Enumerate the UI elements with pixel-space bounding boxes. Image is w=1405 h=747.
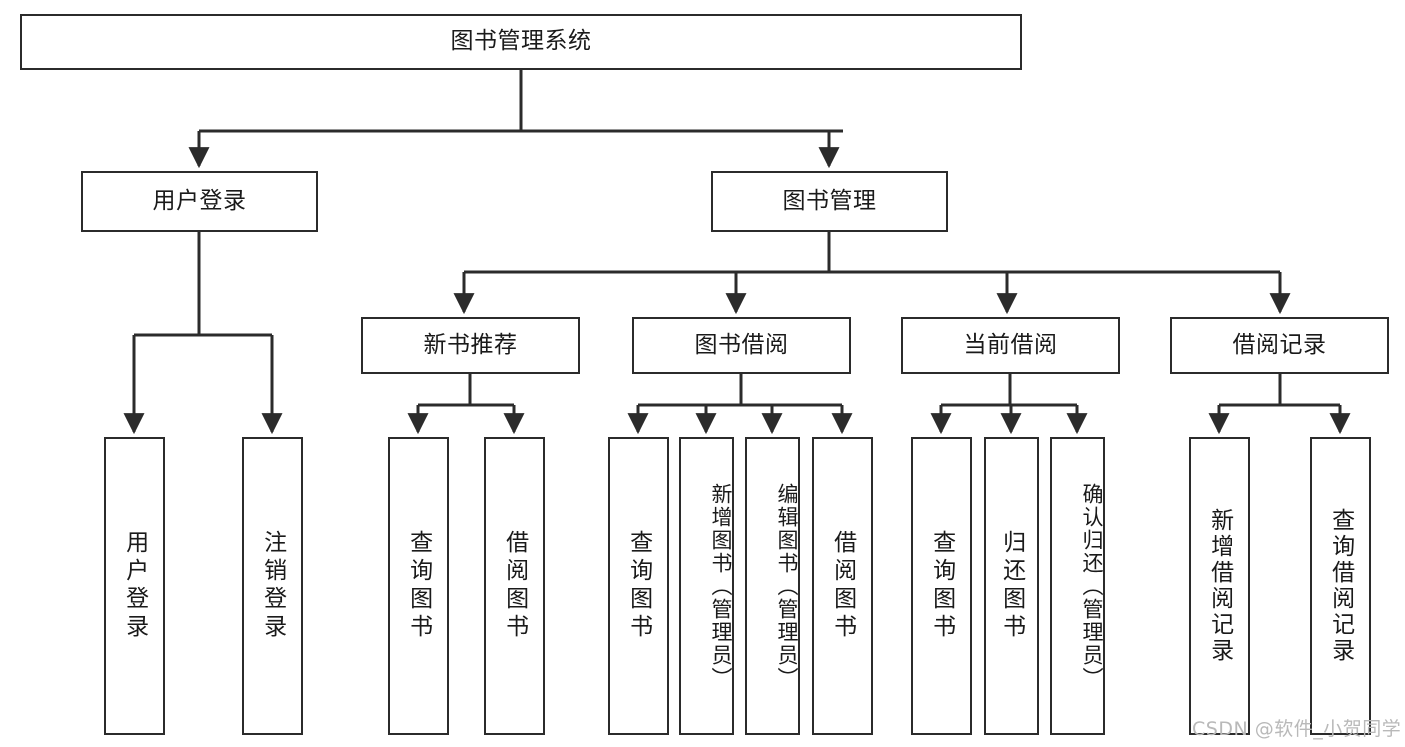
edges-currentborrow-to-leaves	[930, 374, 1088, 435]
edges-newbook-to-leaves	[407, 374, 525, 435]
node-new-book-recommend-label: 新书推荐	[423, 331, 518, 358]
leaf-query-book-2-label: 查询图书	[625, 530, 652, 642]
leaf-user-login-label: 用户登录	[121, 530, 148, 642]
leaf-add-book[interactable]: 新增图书（管理员）	[679, 437, 734, 735]
leaf-confirm-return[interactable]: 确认归还（管理员）	[1050, 437, 1105, 735]
edges-bookmanage-to-level3	[453, 232, 1291, 315]
leaf-edit-book-label: 编辑图书（管理员）	[775, 482, 799, 690]
node-root[interactable]: 图书管理系统	[20, 14, 1022, 70]
leaf-borrow-book-2[interactable]: 借阅图书	[812, 437, 873, 735]
edges-userlogin-to-leaves	[123, 232, 283, 435]
leaf-query-book-3[interactable]: 查询图书	[911, 437, 972, 735]
node-root-label: 图书管理系统	[450, 28, 592, 55]
leaf-return-book[interactable]: 归还图书	[984, 437, 1039, 735]
edges-root-to-level2	[188, 70, 843, 169]
node-current-borrow-label: 当前借阅	[963, 331, 1058, 358]
leaf-borrow-book-1[interactable]: 借阅图书	[484, 437, 545, 735]
leaf-return-book-label: 归还图书	[998, 530, 1025, 642]
leaf-query-book-1-label: 查询图书	[405, 530, 432, 642]
leaf-add-record-label: 新增借阅记录	[1206, 508, 1233, 664]
leaf-borrow-book-2-label: 借阅图书	[829, 530, 856, 642]
node-new-book-recommend[interactable]: 新书推荐	[361, 317, 580, 374]
node-current-borrow[interactable]: 当前借阅	[901, 317, 1120, 374]
edges-bookborrow-to-leaves	[627, 374, 853, 435]
node-book-manage-label: 图书管理	[782, 187, 877, 214]
node-borrow-record-label: 借阅记录	[1232, 331, 1327, 358]
leaf-user-logout[interactable]: 注销登录	[242, 437, 303, 735]
leaf-confirm-return-label: 确认归还（管理员）	[1080, 482, 1104, 690]
leaf-query-record[interactable]: 查询借阅记录	[1310, 437, 1371, 735]
leaf-edit-book[interactable]: 编辑图书（管理员）	[745, 437, 800, 735]
node-user-login[interactable]: 用户登录	[81, 171, 318, 232]
node-book-borrow[interactable]: 图书借阅	[632, 317, 851, 374]
edges-borrowrecord-to-leaves	[1208, 374, 1351, 435]
leaf-user-login[interactable]: 用户登录	[104, 437, 165, 735]
node-book-manage[interactable]: 图书管理	[711, 171, 948, 232]
leaf-query-book-3-label: 查询图书	[928, 530, 955, 642]
node-user-login-label: 用户登录	[152, 187, 247, 214]
node-borrow-record[interactable]: 借阅记录	[1170, 317, 1389, 374]
csdn-watermark: CSDN @软件_小贺同学	[1192, 718, 1402, 740]
leaf-user-logout-label: 注销登录	[259, 530, 286, 642]
leaf-query-book-1[interactable]: 查询图书	[388, 437, 449, 735]
leaf-borrow-book-1-label: 借阅图书	[501, 530, 528, 642]
leaf-add-book-label: 新增图书（管理员）	[709, 482, 733, 690]
leaf-query-record-label: 查询借阅记录	[1327, 508, 1354, 664]
leaf-query-book-2[interactable]: 查询图书	[608, 437, 669, 735]
leaf-add-record[interactable]: 新增借阅记录	[1189, 437, 1250, 735]
node-book-borrow-label: 图书借阅	[694, 331, 789, 358]
